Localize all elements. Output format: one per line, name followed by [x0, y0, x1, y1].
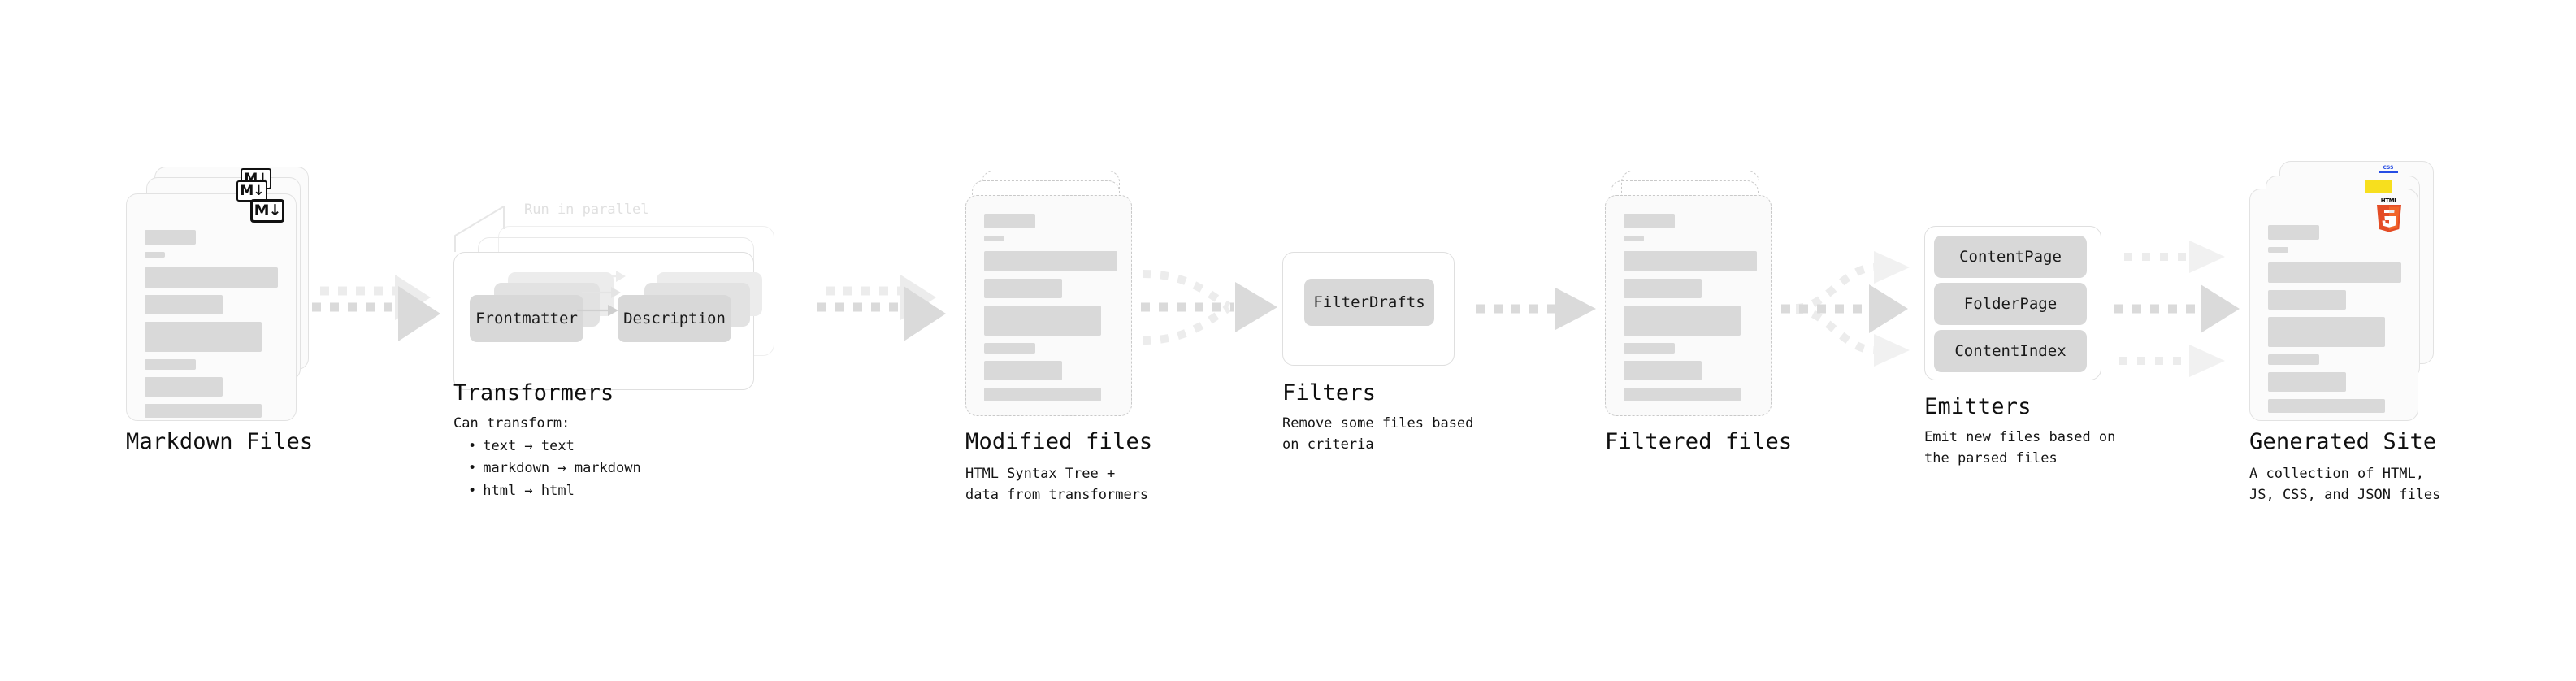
- emitters-title: Emitters: [1924, 394, 2032, 419]
- arrow-modified-to-filters: [1141, 270, 1277, 345]
- emitter-chip-contentindex[interactable]: ContentIndex: [1934, 330, 2087, 372]
- arrow-filtered-to-emitters: [1781, 251, 1910, 367]
- arrow-filters-to-filtered: [1476, 288, 1596, 330]
- run-in-parallel-label: Run in parallel: [524, 202, 649, 218]
- emitter-chip-contentpage-label: ContentPage: [1959, 248, 2062, 266]
- emitters-subtitle: Emit new files based on the parsed files: [1924, 429, 2116, 467]
- markdown-files-title: Markdown Files: [126, 429, 314, 454]
- filters-subtitle: Remove some files based on criteria: [1282, 415, 1474, 453]
- transformers-bullet-list: text → text markdown → markdown html → h…: [453, 436, 641, 503]
- filtered-files-title: Filtered files: [1605, 429, 1793, 454]
- run-in-parallel-bracket: [454, 206, 505, 252]
- modified-file-content: [984, 214, 1117, 409]
- transformers-inner-arrows: [577, 271, 626, 316]
- transformers-bullets-lead: Can transform:: [453, 415, 570, 432]
- modified-files-subtitle: HTML Syntax Tree + data from transformer…: [965, 466, 1149, 504]
- html5-badge-glyph: HTML: [2377, 197, 2401, 232]
- css-badge-glyph: CSS: [2379, 165, 2398, 173]
- modified-files-title: Modified files: [965, 429, 1153, 454]
- emitter-chip-folderpage-label: FolderPage: [1963, 295, 2058, 313]
- filters-title: Filters: [1282, 380, 1377, 406]
- html5-badge-icon: HTML: [2374, 195, 2404, 232]
- transformers-title: Transformers: [453, 380, 614, 406]
- emitter-chip-contentpage[interactable]: ContentPage: [1934, 236, 2087, 278]
- emitter-chip-folderpage[interactable]: FolderPage: [1934, 283, 2087, 325]
- arrow-transformers-to-modified: [817, 275, 946, 341]
- modified-file-card-front: [965, 195, 1132, 416]
- filter-chip-filterdrafts[interactable]: FilterDrafts: [1304, 279, 1434, 326]
- filter-chip-filterdrafts-label: FilterDrafts: [1313, 293, 1425, 311]
- transformers-bullet-item-1: markdown → markdown: [468, 458, 640, 480]
- markdown-badge-icon-mid: M↓: [236, 180, 267, 202]
- filtered-file-content: [1624, 214, 1757, 409]
- markdown-file-card-front: [126, 193, 297, 421]
- generated-site-content: [2268, 225, 2401, 420]
- markdown-badge-glyph-mid: M↓: [240, 182, 264, 199]
- markdown-badge-glyph: M↓: [254, 202, 282, 219]
- transformer-chip-description-label: Description: [623, 310, 726, 327]
- transformer-chip-frontmatter[interactable]: Frontmatter: [470, 295, 583, 342]
- css-badge-icon: CSS: [2378, 163, 2399, 174]
- generated-site-subtitle: A collection of HTML, JS, CSS, and JSON …: [2249, 466, 2441, 504]
- svg-text:HTML: HTML: [2381, 197, 2398, 204]
- transformer-chip-description[interactable]: Description: [618, 295, 731, 342]
- svg-text:CSS: CSS: [2383, 165, 2394, 171]
- markdown-file-content: [145, 230, 280, 425]
- transformer-chip-frontmatter-label: Frontmatter: [475, 310, 578, 327]
- transformers-bullet-item-0: text → text: [468, 436, 641, 458]
- transformers-bullets: Can transform: text → text markdown → ma…: [453, 413, 641, 502]
- markdown-badge-icon: M↓: [250, 199, 284, 223]
- emitter-chip-contentindex-label: ContentIndex: [1954, 342, 2066, 360]
- arrow-emitters-to-site: [2114, 241, 2240, 377]
- arrow-markdown-to-transformers: [312, 275, 440, 341]
- generated-site-title: Generated Site: [2249, 429, 2437, 454]
- filtered-file-card-front: [1605, 195, 1772, 416]
- js-badge-icon: [2365, 180, 2392, 193]
- transformers-bullet-item-2: html → html: [468, 480, 641, 503]
